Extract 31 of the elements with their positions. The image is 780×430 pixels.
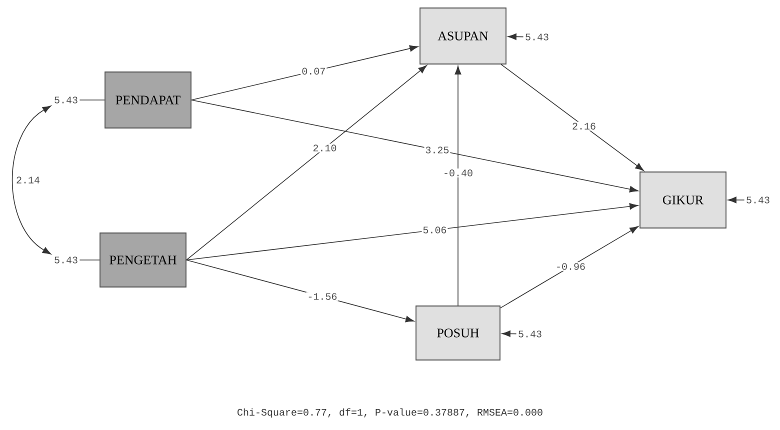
arrow <box>508 33 524 40</box>
caption: Chi-Square=0.77, df=1, P-value=0.37887, RMSEA=0.000 <box>238 408 542 418</box>
edge-label: -0.40 <box>442 168 474 178</box>
error-variance: 5.43 <box>746 196 770 204</box>
error-variance: 5.43 <box>518 330 542 338</box>
arrow <box>502 330 517 337</box>
edge-label: 3.25 <box>424 146 450 154</box>
error-variance: 5.43 <box>526 34 548 40</box>
arrow <box>191 100 638 192</box>
variable-box: PENGETAH <box>100 232 186 288</box>
arrow <box>500 64 644 171</box>
edge-label: 2.14 <box>15 176 41 184</box>
variable-box: POSUH <box>416 306 500 360</box>
edge-label: 2.16 <box>571 122 597 131</box>
edge-label: -1.56 <box>306 292 338 301</box>
error-variance: 5.43 <box>54 96 78 104</box>
arrow <box>454 66 462 306</box>
arrow <box>728 196 745 204</box>
covariance-arrow <box>12 106 52 254</box>
arrow <box>500 226 638 308</box>
arrow <box>186 65 427 260</box>
arrow <box>191 45 418 100</box>
variable-box: GIKUR <box>640 172 726 228</box>
edge-label: -0.96 <box>554 262 586 271</box>
edge-label: 5.06 <box>422 226 448 234</box>
variable-box: PENDAPAT <box>104 72 192 128</box>
edge-label: 2.10 <box>312 144 338 152</box>
arrow <box>186 203 638 260</box>
variable-box: ASUPAN <box>420 8 506 64</box>
edge-label: 0.07 <box>300 66 327 76</box>
error-variance: 5.43 <box>54 256 78 264</box>
